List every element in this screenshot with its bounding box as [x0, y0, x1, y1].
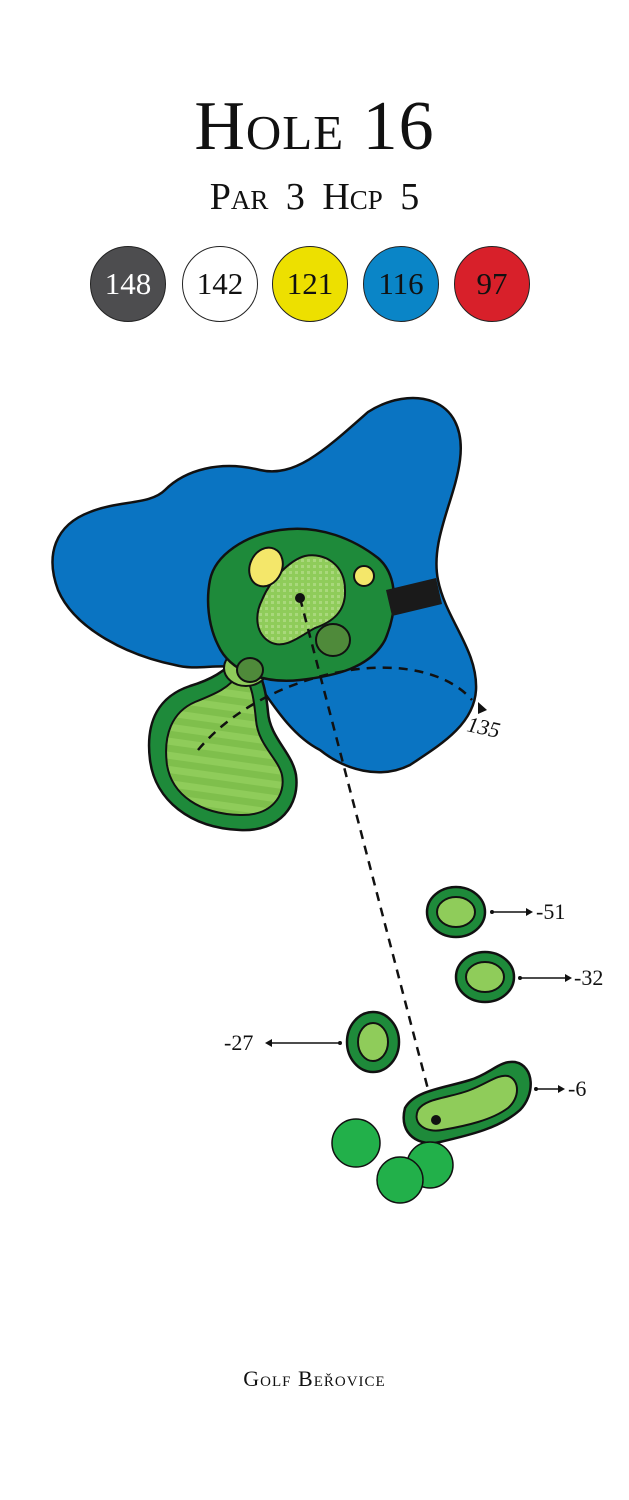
target-marker [295, 593, 305, 603]
bridge [386, 578, 442, 616]
offset-arrow-51 [490, 908, 533, 916]
course-name: Golf Beřovice [243, 1366, 386, 1391]
tee-distances: 148 142 121 116 97 [90, 246, 540, 324]
carry-arrow [478, 702, 487, 714]
tree [331, 1118, 381, 1168]
carry-distance-label: 135 [465, 711, 502, 742]
fairway [165, 670, 284, 817]
tee-marker [431, 1115, 441, 1125]
tee-offset-6: -6 [568, 1076, 586, 1101]
offset-arrow-6 [534, 1085, 565, 1093]
mound-fairway-top [236, 657, 264, 683]
play-line [298, 597, 438, 1121]
tee-red-distance: 97 [454, 246, 530, 322]
tee-black-distance: 148 [90, 246, 166, 322]
tee-box-51 [436, 896, 476, 928]
carry-arc [197, 666, 473, 751]
tee-offset-32: -32 [574, 965, 603, 990]
tee-box-27 [357, 1022, 389, 1062]
tree [376, 1156, 424, 1204]
tee-box-32 [465, 961, 505, 993]
hole-subtitle: Par 3 Hcp 5 [209, 176, 420, 218]
tee-box-6 [415, 1074, 518, 1132]
hole-title: Hole 16 [194, 88, 435, 165]
bunker-right [353, 565, 375, 587]
bunker-left [248, 546, 284, 588]
offset-arrow-27 [265, 1039, 342, 1047]
tee-yellow-distance: 121 [272, 246, 348, 322]
tee-offset-51: -51 [536, 899, 565, 924]
tee-blue-distance: 116 [363, 246, 439, 322]
tee-white-distance: 142 [182, 246, 258, 322]
mound-green-right [315, 623, 351, 657]
offset-arrow-32 [518, 974, 572, 982]
tee-offset-27: -27 [224, 1030, 253, 1055]
